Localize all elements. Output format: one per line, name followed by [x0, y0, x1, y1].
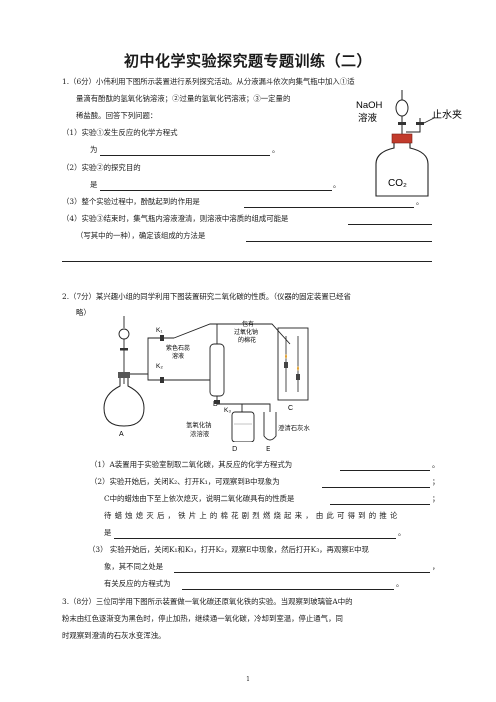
fig2-label-k1: K₁ [156, 327, 163, 334]
q2-answer-line-2[interactable] [322, 487, 430, 488]
q2-answer-line-4[interactable] [114, 538, 396, 539]
fig1-co2-label: CO₂ [388, 178, 407, 189]
q2-part1: （1）A装置用于实验室制取二氧化碳，其反应的化学方程式为 [90, 460, 293, 469]
fig2-label-b: B [213, 401, 218, 408]
q1-part4: （4）实验③结束时，集气瓶内溶液澄清，则溶液中溶质的组成可能是 [62, 214, 289, 223]
q1-answer-line-2[interactable] [100, 190, 332, 191]
q1-stem-line1: 1.（6分）小伟利用下图所示装置进行系列探究活动。从分液漏斗依次向集气瓶中加入①… [62, 77, 355, 86]
fig1-clamp-label: 止水夹 [432, 108, 462, 121]
q2-part2: （2）实验开始后，关闭K₂、打开K₁，可观察到B中现象为 [90, 477, 280, 486]
q2-part2-line4-suffix: 。 [398, 528, 406, 537]
fig2-litmus-label-2: 溶液 [172, 352, 184, 360]
q1-answer-line-4a[interactable] [348, 224, 432, 225]
q1-stem-line3: 稀盐酸。回答下列问题： [76, 111, 158, 120]
q1-part3-suffix: 。 [416, 197, 424, 206]
q2-stem-line2: 略） [76, 308, 91, 317]
q2-part2-suffix: ； [432, 477, 440, 486]
page-title: 初中化学实验探究题专题训练（二） [123, 52, 372, 70]
q3-line2: 粉末由红色逐渐变为黑色时，停止加热，继续通一氧化碳，冷却到室温，停止通气，同 [62, 614, 343, 623]
q1-part1-suffix: 。 [272, 145, 280, 154]
fig2-label-a: A [119, 431, 124, 438]
q1-part2: （2）实验②的探究目的 [62, 163, 141, 172]
fig2-limewater-label: 澄清石灰水 [278, 424, 310, 432]
q3-line3: 时观察到澄清的石灰水变浑浊。 [62, 631, 166, 640]
fig2-label-k2: K₂ [156, 363, 163, 370]
q1-apparatus-figure: NaOH 溶液 止水夹 CO₂ [356, 90, 462, 197]
fig2-label-c: C [288, 405, 293, 412]
q1-part2-prefix: 是 [90, 180, 98, 189]
q2-answer-line-6[interactable] [182, 589, 394, 590]
fig2-naoh-label-2: 浓溶液 [190, 430, 210, 438]
q1-stem-line2: 量滴有酚酞的氢氧化钠溶液；②过量的氢氧化钙溶液；③一定量的 [76, 94, 291, 103]
q2-part3: （3） 实验开始后，关闭K₁和K₃，打开K₂，观察E中现象，然后打开K₃，再观察… [88, 545, 369, 554]
q2-part2-line3: 待蜡烛熄灭后，铁片上的棉花剧烈燃烧起来，由此可得到的推论 [104, 511, 401, 520]
q1-answer-line-3[interactable] [244, 207, 414, 208]
q2-part2-line4-prefix: 是 [104, 528, 112, 537]
q2-stem-line1: 2.（7分）某兴趣小组的同学利用下图装置研究二氧化碳的性质。（仪器的固定装置已经… [62, 292, 351, 301]
q2-answer-line-5[interactable] [174, 572, 430, 573]
q1-part1-prefix: 为 [90, 145, 98, 154]
fig1-naoh-label: NaOH [356, 100, 383, 111]
fig2-cotton-label-2: 过氧化钠 [234, 328, 258, 336]
q2-answer-line-1[interactable] [340, 470, 430, 471]
q2-part2-line2-suffix: ； [432, 494, 440, 503]
fig2-label-k3: K₃ [224, 407, 231, 414]
q2-part3-line2-suffix: ， [432, 562, 440, 571]
q1-answer-line-4c[interactable] [62, 261, 432, 262]
q1-part4-line2: （写其中的一种），确定该组成的方法是 [76, 231, 206, 240]
fig1-solution-label: 溶液 [358, 112, 378, 124]
fig2-label-e: E [266, 445, 271, 453]
q2-answer-line-3[interactable] [330, 504, 430, 505]
q2-part1-suffix: 。 [432, 460, 440, 469]
page-number: 1 [246, 676, 250, 683]
q2-part3-line3-suffix: 。 [396, 579, 404, 588]
fig2-cotton-label-3: 的棉花 [238, 336, 256, 344]
fig2-litmus-label-1: 紫色石蕊 [166, 344, 190, 352]
q1-part2-suffix: 。 [333, 180, 341, 189]
fig2-label-d: D [232, 445, 238, 453]
q1-part1: （1）实验①发生反应的化学方程式 [62, 128, 178, 137]
q2-apparatus-figure: A K₁ K₂ 紫色石蕊 溶液 B K₃ 包有 过氧化钠 的棉花 C [103, 316, 309, 442]
fig2-cotton-label-1: 包有 [242, 320, 254, 328]
q2-part3-line3-prefix: 有关反应的方程式为 [104, 579, 171, 588]
q1-answer-line-1[interactable] [100, 155, 270, 156]
q1-answer-line-4b[interactable] [246, 241, 432, 242]
q2-part2-line2: C中的蜡烛由下至上依次熄灭，说明二氧化碳具有的性质是 [104, 494, 295, 503]
q2-part3-line2-prefix: 象，其不同之处是 [104, 562, 164, 571]
q1-part3: （3）整个实验过程中，酚酞起到的作用是 [62, 197, 200, 206]
fig2-naoh-label-1: 氢氧化钠 [186, 421, 212, 429]
q3-line1: 3.（8分）三位同学用下图所示装置做一氧化碳还原氧化铁的实验。当观察到玻璃管A中… [62, 597, 353, 606]
